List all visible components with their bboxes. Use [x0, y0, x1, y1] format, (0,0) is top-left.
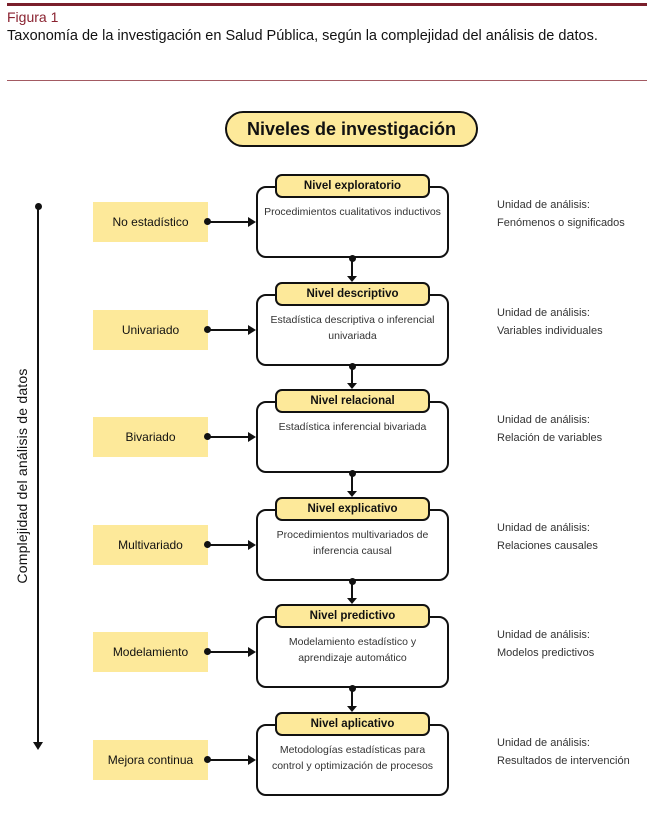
connector-arrow: [248, 217, 256, 227]
connector-dot: [204, 648, 211, 656]
level-box: Modelamiento estadístico y aprendizaje a…: [256, 616, 449, 689]
level-title: Nivel descriptivo: [275, 281, 430, 306]
axis-start-dot: [34, 203, 42, 210]
unit-of-analysis: Unidad de análisis: Fenómenos o significa…: [497, 196, 625, 232]
connector-line: [208, 759, 252, 761]
analysis-type-box: Bivariado: [93, 417, 208, 458]
unit-value: Variables individuales: [497, 324, 603, 337]
level-link-line: [351, 580, 353, 599]
level-link-dot: [348, 362, 356, 370]
analysis-type-box: Univariado: [93, 309, 208, 350]
level-title: Nivel relacional: [275, 389, 430, 414]
unit-value: Fenómenos o significados: [497, 217, 625, 229]
unit-value: Relación de variables: [497, 432, 603, 445]
level-link-arrow: [347, 490, 357, 497]
analysis-type-label: Bivariado: [125, 430, 176, 445]
level-title: Nivel exploratorio: [275, 174, 430, 198]
header-rule: [7, 3, 647, 6]
connector-line: [208, 436, 252, 439]
level-description: Modelamiento estadístico y aprendizaje a…: [288, 636, 417, 665]
analysis-type-label: Mejora continua: [107, 753, 194, 767]
unit-label: Unidad de análisis:: [497, 414, 590, 427]
level-row: Mejora continua Metodologías estadísticas…: [0, 712, 655, 840]
unit-of-analysis: Unidad de análisis: Relaciones causales: [497, 519, 598, 555]
level-link-arrow: [347, 598, 357, 605]
connector-dot: [204, 756, 211, 763]
level-link-line: [351, 258, 353, 276]
level-description: Procedimientos cualitativos inductivos: [264, 206, 441, 218]
level-row: Univariado Estadística descriptiva o infe…: [0, 281, 655, 410]
figure-caption: Taxonomía de la investigación en Salud P…: [7, 28, 598, 44]
level-description: Estadística inferencial bivariada: [278, 421, 427, 434]
unit-of-analysis: Unidad de análisis: Resultados de interve…: [497, 734, 630, 770]
level-row: No estadístico Procedimientos cualitativo…: [0, 174, 655, 302]
level-link-line: [351, 473, 353, 491]
level-description: Estadística descriptiva o inferencial un…: [270, 313, 435, 342]
level-link-arrow: [347, 383, 357, 390]
complexity-axis-line: [37, 207, 39, 747]
connector-dot: [204, 325, 211, 333]
connector-arrow: [248, 647, 256, 658]
unit-label: Unidad de análisis:: [497, 629, 590, 642]
analysis-type-label: Univariado: [121, 322, 180, 337]
unit-label: Unidad de análisis:: [497, 521, 590, 534]
unit-of-analysis: Unidad de análisis: Variables individuale…: [497, 304, 603, 340]
unit-label: Unidad de análisis:: [497, 737, 590, 749]
connector-dot: [204, 218, 211, 225]
connector-line: [208, 543, 252, 546]
unit-label: Unidad de análisis:: [497, 199, 590, 211]
analysis-type-label: Modelamiento: [112, 645, 189, 660]
level-row: Multivariado Procedimientos multivariados…: [0, 496, 655, 625]
connector-dot: [204, 540, 211, 548]
level-title: Nivel predictivo: [275, 604, 430, 629]
unit-of-analysis: Unidad de análisis: Modelos predictivos: [497, 626, 594, 662]
unit-value: Relaciones causales: [497, 539, 598, 552]
level-title: Nivel explicativo: [275, 496, 430, 521]
connector-arrow: [248, 432, 256, 443]
level-link-arrow: [347, 275, 357, 282]
unit-of-analysis: Unidad de análisis: Relación de variables: [497, 411, 602, 447]
connector-arrow: [248, 755, 256, 765]
connector-line: [208, 221, 252, 223]
level-box: Estadística descriptiva o inferencial un…: [256, 293, 449, 366]
level-link-dot: [348, 577, 356, 585]
analysis-type-box: No estadístico: [93, 202, 208, 242]
level-link-dot: [348, 685, 356, 693]
connector-line: [208, 651, 252, 654]
level-link-line: [351, 688, 353, 706]
level-link-dot: [348, 470, 356, 478]
analysis-type-box: Mejora continua: [93, 740, 208, 780]
analysis-type-label: No estadístico: [112, 215, 189, 229]
level-box: Procedimientos multivariados de inferenc…: [256, 508, 449, 581]
level-title: Nivel aplicativo: [275, 712, 430, 736]
level-box: Metodologías estadísticas para control y…: [256, 724, 449, 796]
level-link-dot: [348, 255, 356, 262]
unit-value: Resultados de intervención: [497, 755, 630, 767]
diagram-title: Niveles de investigación: [225, 111, 478, 147]
level-link-arrow: [347, 706, 357, 712]
caption-divider: [7, 80, 647, 81]
analysis-type-label: Multivariado: [118, 537, 183, 552]
connector-line: [208, 328, 252, 331]
level-description: Metodologías estadísticas para control y…: [271, 744, 434, 772]
level-row: Modelamiento Modelamiento estadístico y a…: [0, 604, 655, 732]
unit-value: Modelos predictivos: [497, 647, 595, 660]
unit-label: Unidad de análisis:: [497, 306, 590, 319]
level-description: Procedimientos multivariados de inferenc…: [276, 528, 429, 557]
figure-label: Figura 1: [7, 9, 59, 25]
connector-arrow: [248, 539, 256, 550]
level-link-line: [351, 365, 353, 384]
analysis-type-box: Modelamiento: [93, 632, 208, 673]
complexity-axis-arrow: [33, 742, 43, 750]
connector-dot: [204, 433, 211, 441]
analysis-type-box: Multivariado: [93, 524, 208, 565]
connector-arrow: [248, 324, 256, 335]
